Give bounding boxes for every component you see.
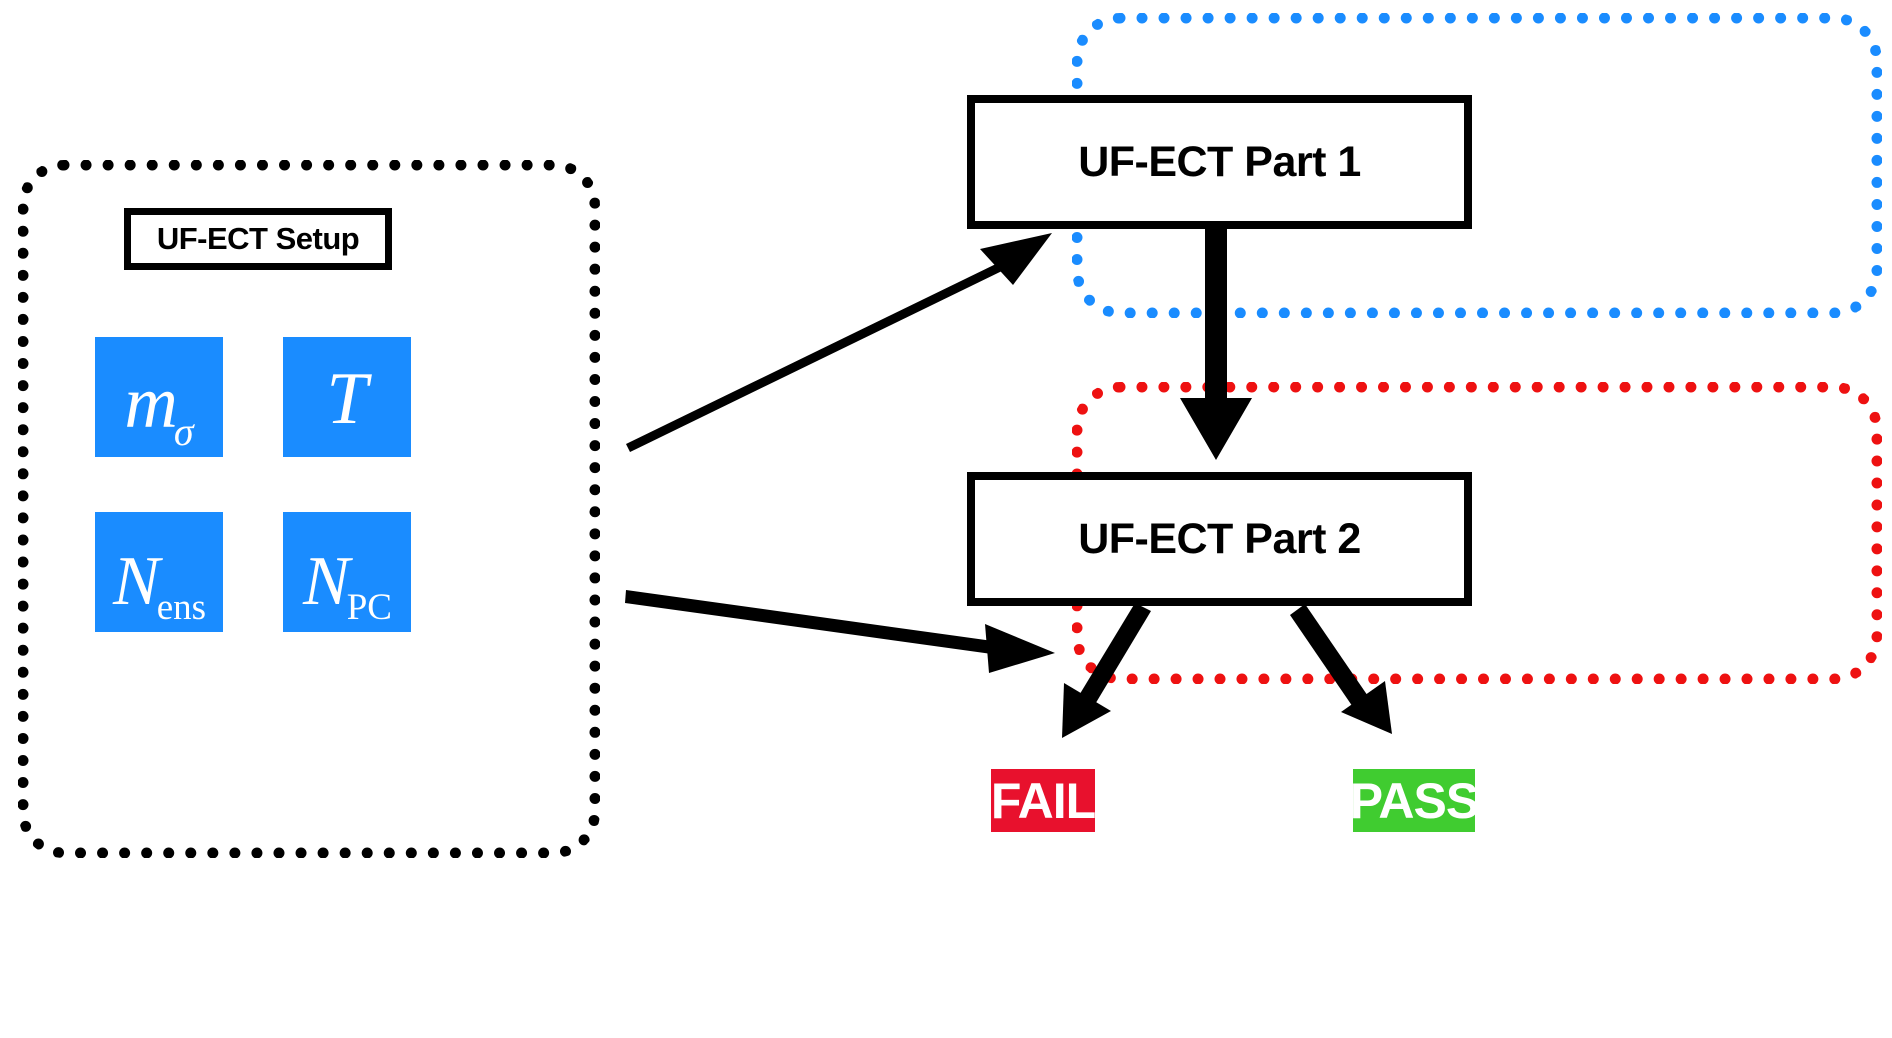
parameter-tile-m-sigma: mσ — [95, 337, 223, 457]
math-expression-m-sigma: mσ — [124, 366, 197, 452]
stage-box-part1: UF-ECT Part 1 — [967, 95, 1472, 229]
setup-group-container — [18, 160, 600, 858]
outcome-badge-fail: FAIL — [991, 769, 1096, 832]
math-base-m: m — [124, 362, 178, 444]
parameter-tile-T: T — [283, 337, 411, 457]
arrow-setup-to-part1 — [626, 233, 1052, 452]
math-expression-T: T — [326, 362, 367, 436]
math-subscript-ens: ens — [156, 587, 207, 628]
parameter-tile-N-PC: NPC — [283, 512, 411, 632]
math-base-T: T — [326, 358, 368, 440]
stage-box-part2: UF-ECT Part 2 — [967, 472, 1472, 606]
math-expression-N-PC: NPC — [303, 547, 395, 627]
math-base-N: N — [303, 543, 350, 620]
math-base-N: N — [112, 543, 160, 620]
outcome-badge-pass: PASS — [1350, 769, 1479, 832]
math-subscript-sigma: σ — [173, 409, 194, 454]
parameter-tile-N-ens: Nens — [95, 512, 223, 632]
setup-title-box: UF-ECT Setup — [124, 208, 392, 270]
math-subscript-PC: PC — [346, 587, 392, 628]
math-expression-N-ens: Nens — [113, 547, 209, 627]
